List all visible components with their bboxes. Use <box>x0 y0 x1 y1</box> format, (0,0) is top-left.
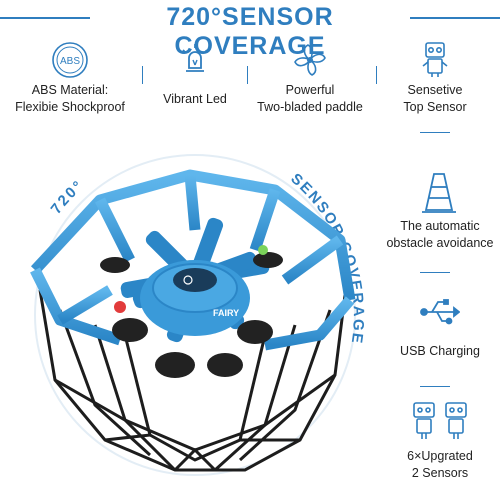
usb-icon <box>420 299 460 325</box>
feature-propeller-line1: Powerful <box>285 83 335 97</box>
side-feature-usb-label: USB Charging <box>380 343 500 360</box>
feature-propeller: Powerful Two-bladed paddle <box>250 36 370 126</box>
side-feature-obstacle-label: The automatic obstacle avoidance <box>380 218 500 252</box>
feature-led: Vibrant Led <box>145 36 245 126</box>
side-feature-usb-line1: USB Charging <box>400 344 480 358</box>
drone-brand-label: FAIRY <box>213 308 239 318</box>
traffic-cone-icon <box>422 173 456 213</box>
abs-badge-icon: ABS <box>52 42 88 78</box>
side-feature-sensors-label: 6×Upgrated 2 Sensors <box>380 448 500 482</box>
divider <box>376 66 377 84</box>
robot-sensor-icon <box>422 42 448 77</box>
feature-abs-line2: Flexibie Shockproof <box>15 100 125 114</box>
divider <box>420 386 450 387</box>
propeller-icon <box>294 44 326 76</box>
red-led-icon <box>114 301 126 313</box>
feature-led-label: Vibrant Led <box>145 91 245 108</box>
feature-abs-label: ABS Material: Flexibie Shockproof <box>0 82 140 116</box>
feature-led-line1: Vibrant Led <box>163 92 227 106</box>
feature-sensor-line1: Sensetive <box>407 83 463 97</box>
led-light-icon <box>182 44 208 72</box>
drone-cage-top <box>30 169 356 351</box>
coverage-ring <box>34 154 356 476</box>
feature-abs: ABS ABS Material: Flexibie Shockproof <box>0 36 140 126</box>
side-feature-sensors-line2: 2 Sensors <box>411 466 469 480</box>
side-feature-usb: USB Charging <box>380 297 500 367</box>
drone-cage-bottom <box>38 289 347 472</box>
feature-propeller-label: Powerful Two-bladed paddle <box>250 82 370 116</box>
divider <box>247 66 248 84</box>
feature-sensor: Sensetive Top Sensor <box>380 36 490 126</box>
drone-motors <box>100 252 283 378</box>
page-title: 720°SENSOR COVERAGE <box>166 3 334 60</box>
divider <box>420 132 450 133</box>
divider <box>420 272 450 273</box>
side-feature-sensors-line1: 6×Upgrated <box>407 449 473 463</box>
header-right-rule <box>410 17 500 19</box>
arc-label-720: 720° <box>48 177 88 218</box>
feature-sensor-line2: Top Sensor <box>403 100 467 114</box>
header: 720°SENSOR COVERAGE <box>0 0 500 60</box>
feature-abs-line1: ABS Material: <box>31 83 109 97</box>
svg-text:ABS: ABS <box>60 56 80 67</box>
side-feature-obstacle: The automatic obstacle avoidance <box>380 170 500 260</box>
product-illustration: 720° SENSOR COVERAGE <box>30 154 365 476</box>
side-feature-obstacle-line1: The automatic <box>400 219 480 233</box>
feature-sensor-label: Sensetive Top Sensor <box>380 82 490 116</box>
header-left-rule <box>0 17 90 19</box>
green-led-icon <box>258 245 268 255</box>
feature-row: ABS ABS Material: Flexibie Shockproof Vi… <box>0 36 500 126</box>
dual-robot-sensor-icon <box>413 402 467 439</box>
divider <box>142 66 143 84</box>
drone-hub <box>140 260 250 336</box>
side-feature-sensors: 6×Upgrated 2 Sensors <box>380 400 500 495</box>
feature-propeller-line2: Two-bladed paddle <box>257 100 363 114</box>
side-feature-obstacle-line2: obstacle avoidance <box>386 236 494 250</box>
